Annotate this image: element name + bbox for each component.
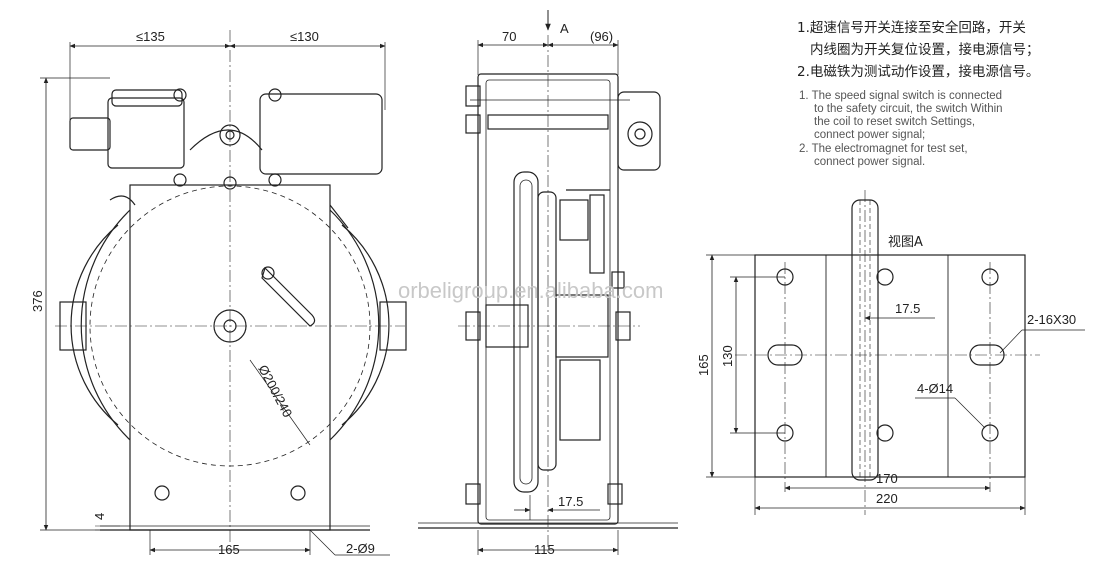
note-en-1a: 1. The speed signal switch is connected [799,90,1003,102]
note-en-1c: the coil to reset switch Settings, [814,116,976,128]
front-dim-base-thickness: 4 [92,513,107,520]
front-view [40,30,407,556]
side-view [418,10,678,555]
side-dim-top-left: 70 [502,29,516,44]
view-a [706,190,1085,515]
watermark: orbeligroup.en.alibaba.com [398,278,663,303]
side-dim-base: 115 [534,542,555,557]
view-a-dim-inner-height: 130 [720,345,735,367]
side-dim-inner: 17.5 [558,494,583,509]
view-a-dim-slots: 2-16X30 [1027,312,1076,327]
front-dim-height: 376 [30,290,45,312]
view-a-title: 视图A [888,235,923,250]
note-en-2b: connect power signal. [814,156,926,168]
note-cn-1a: 1.超速信号开关连接至安全回路，开关 [797,20,1026,36]
front-dim-right-width: ≤130 [290,29,319,44]
front-dim-diameter: Ø200/240 [255,362,295,419]
note-en-1b: to the safety circuit, the switch Within [814,103,1003,115]
side-arrow-label: A [560,21,569,36]
front-dim-left-width: ≤135 [136,29,165,44]
view-a-dim-inner-width: 170 [876,471,898,486]
note-en-2a: 2. The electromagnet for test set, [799,143,968,155]
view-a-dim-offset: 17.5 [895,301,920,316]
view-a-dim-outer-height: 165 [696,354,711,376]
front-dim-holes: 2-Ø9 [346,541,375,556]
view-a-dim-outer-width: 220 [876,491,898,506]
note-en-1d: connect power signal; [814,129,926,141]
side-dim-top-right: (96) [590,29,613,44]
view-a-dim-holes: 4-Ø14 [917,381,953,396]
note-cn-1b: 内线圈为开关复位设置，接电源信号； [810,42,1040,58]
front-dim-base-width: 165 [218,542,240,557]
note-cn-2: 2.电磁铁为测试动作设置，接电源信号。 [797,64,1040,80]
